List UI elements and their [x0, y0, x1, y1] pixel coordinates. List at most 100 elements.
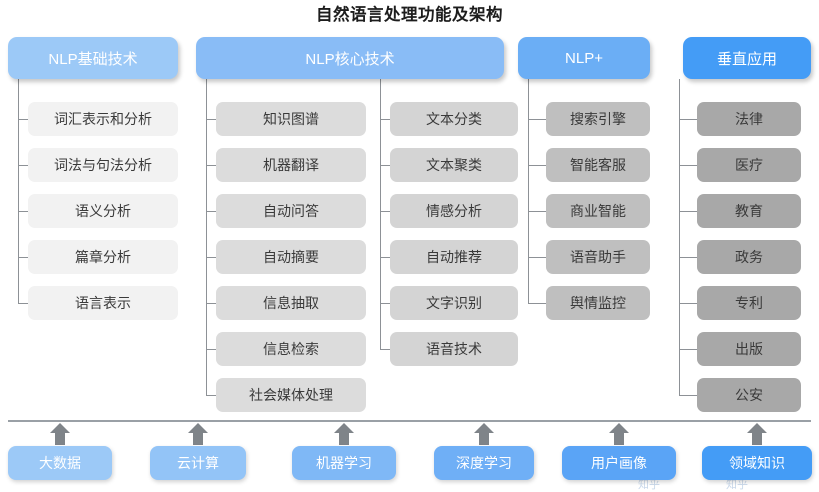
- foundation-item-4-label: 用户画像: [591, 455, 647, 471]
- nlp-core-right-node-0[interactable]: 文本分类: [390, 102, 518, 136]
- nlp-core-left-node-4-label: 信息抽取: [263, 295, 319, 311]
- header-nlp-plus-label: NLP+: [565, 49, 603, 67]
- foundation-baseline: [8, 420, 811, 422]
- up-arrow-icon-5: [744, 422, 770, 446]
- nlp-basic-tick-2: [18, 211, 28, 213]
- nlp-core-left-tick-5: [206, 349, 216, 351]
- nlp-core-right-tick-0: [380, 119, 390, 121]
- foundation-item-3-label: 深度学习: [456, 455, 512, 471]
- nlp-core-left-node-0[interactable]: 知识图谱: [216, 102, 366, 136]
- nlp-plus-node-2[interactable]: 商业智能: [546, 194, 650, 228]
- nlp-core-left-node-3-label: 自动摘要: [263, 249, 319, 265]
- nlp-plus-tick-4: [528, 303, 546, 305]
- nlp-plus-tick-3: [528, 257, 546, 259]
- nlp-core-left-node-1-label: 机器翻译: [263, 157, 319, 173]
- nlp-core-right-node-3[interactable]: 自动推荐: [390, 240, 518, 274]
- nlp-plus-node-4-label: 舆情监控: [570, 295, 626, 311]
- vertical-application-node-5[interactable]: 出版: [697, 332, 801, 366]
- nlp-plus-tick-0: [528, 119, 546, 121]
- header-nlp-core-label: NLP核心技术: [305, 50, 395, 68]
- nlp-core-right-node-2[interactable]: 情感分析: [390, 194, 518, 228]
- nlp-core-left-node-0-label: 知识图谱: [263, 111, 319, 127]
- nlp-plus-node-0[interactable]: 搜索引擎: [546, 102, 650, 136]
- nlp-plus-node-0-label: 搜索引擎: [570, 111, 626, 127]
- header-nlp-basic[interactable]: NLP基础技术: [8, 37, 178, 79]
- foundation-item-5-label: 领域知识: [729, 455, 785, 471]
- nlp-core-right-node-5-label: 语音技术: [426, 341, 482, 357]
- vertical-application-node-4[interactable]: 专利: [697, 286, 801, 320]
- vertical-application-tick-2: [679, 211, 697, 213]
- nlp-basic-node-0[interactable]: 词汇表示和分析: [28, 102, 178, 136]
- nlp-core-left-node-6[interactable]: 社会媒体处理: [216, 378, 366, 412]
- vertical-application-node-2[interactable]: 教育: [697, 194, 801, 228]
- up-arrow-icon-3: [471, 422, 497, 446]
- page-title: 自然语言处理功能及架构: [316, 6, 503, 24]
- nlp-basic-node-3[interactable]: 篇章分析: [28, 240, 178, 274]
- nlp-core-right-node-2-label: 情感分析: [426, 203, 482, 219]
- header-nlp-core[interactable]: NLP核心技术: [196, 37, 504, 79]
- nlp-core-left-tick-0: [206, 119, 216, 121]
- vertical-application-node-3-label: 政务: [735, 249, 763, 265]
- header-vertical-application[interactable]: 垂直应用: [683, 37, 811, 79]
- foundation-item-0[interactable]: 大数据: [8, 446, 112, 480]
- foundation-item-2[interactable]: 机器学习: [292, 446, 396, 480]
- nlp-core-left-spine: [206, 79, 208, 395]
- nlp-core-right-tick-3: [380, 257, 390, 259]
- header-nlp-basic-label: NLP基础技术: [48, 50, 138, 68]
- up-arrow-icon-1: [185, 422, 211, 446]
- nlp-plus-node-4[interactable]: 舆情监控: [546, 286, 650, 320]
- nlp-plus-tick-2: [528, 211, 546, 213]
- header-nlp-plus[interactable]: NLP+: [518, 37, 650, 79]
- nlp-basic-spine: [18, 79, 20, 303]
- nlp-core-right-tick-5: [380, 349, 390, 351]
- vertical-application-spine: [679, 79, 681, 395]
- nlp-core-right-tick-2: [380, 211, 390, 213]
- nlp-core-right-node-1-label: 文本聚类: [426, 157, 482, 173]
- nlp-core-left-node-4[interactable]: 信息抽取: [216, 286, 366, 320]
- foundation-item-4[interactable]: 用户画像: [562, 446, 676, 480]
- nlp-basic-tick-0: [18, 119, 28, 121]
- header-vertical-application-label: 垂直应用: [716, 50, 777, 68]
- foundation-item-0-label: 大数据: [39, 455, 81, 471]
- up-arrow-icon-0: [47, 422, 73, 446]
- vertical-application-tick-6: [679, 395, 697, 397]
- vertical-application-node-6[interactable]: 公安: [697, 378, 801, 412]
- nlp-core-left-node-2[interactable]: 自动问答: [216, 194, 366, 228]
- nlp-core-left-node-1[interactable]: 机器翻译: [216, 148, 366, 182]
- nlp-basic-node-1[interactable]: 词法与句法分析: [28, 148, 178, 182]
- nlp-core-right-node-5[interactable]: 语音技术: [390, 332, 518, 366]
- nlp-basic-tick-3: [18, 257, 28, 259]
- nlp-core-right-node-1[interactable]: 文本聚类: [390, 148, 518, 182]
- nlp-core-left-node-5[interactable]: 信息检索: [216, 332, 366, 366]
- nlp-basic-node-2[interactable]: 语义分析: [28, 194, 178, 228]
- nlp-core-right-node-3-label: 自动推荐: [426, 249, 482, 265]
- up-arrow-icon-4: [606, 422, 632, 446]
- nlp-basic-node-3-label: 篇章分析: [75, 249, 131, 265]
- nlp-core-left-tick-2: [206, 211, 216, 213]
- foundation-item-2-label: 机器学习: [316, 455, 372, 471]
- nlp-core-right-spine: [380, 79, 382, 349]
- nlp-plus-node-3[interactable]: 语音助手: [546, 240, 650, 274]
- foundation-item-5[interactable]: 领域知识: [702, 446, 812, 480]
- vertical-application-node-5-label: 出版: [735, 341, 763, 357]
- nlp-basic-tick-4: [18, 303, 28, 305]
- nlp-basic-node-4[interactable]: 语言表示: [28, 286, 178, 320]
- foundation-item-3[interactable]: 深度学习: [434, 446, 534, 480]
- vertical-application-tick-4: [679, 303, 697, 305]
- vertical-application-node-0[interactable]: 法律: [697, 102, 801, 136]
- nlp-core-left-tick-3: [206, 257, 216, 259]
- nlp-core-left-node-2-label: 自动问答: [263, 203, 319, 219]
- nlp-plus-node-3-label: 语音助手: [570, 249, 626, 265]
- nlp-core-left-node-3[interactable]: 自动摘要: [216, 240, 366, 274]
- nlp-core-right-node-4[interactable]: 文字识别: [390, 286, 518, 320]
- vertical-application-node-1[interactable]: 医疗: [697, 148, 801, 182]
- nlp-plus-node-2-label: 商业智能: [570, 203, 626, 219]
- vertical-application-tick-1: [679, 165, 697, 167]
- foundation-item-1[interactable]: 云计算: [150, 446, 246, 480]
- vertical-application-node-2-label: 教育: [735, 203, 763, 219]
- up-arrow-icon-2: [331, 422, 357, 446]
- nlp-plus-node-1[interactable]: 智能客服: [546, 148, 650, 182]
- vertical-application-node-3[interactable]: 政务: [697, 240, 801, 274]
- nlp-core-left-node-5-label: 信息检索: [263, 341, 319, 357]
